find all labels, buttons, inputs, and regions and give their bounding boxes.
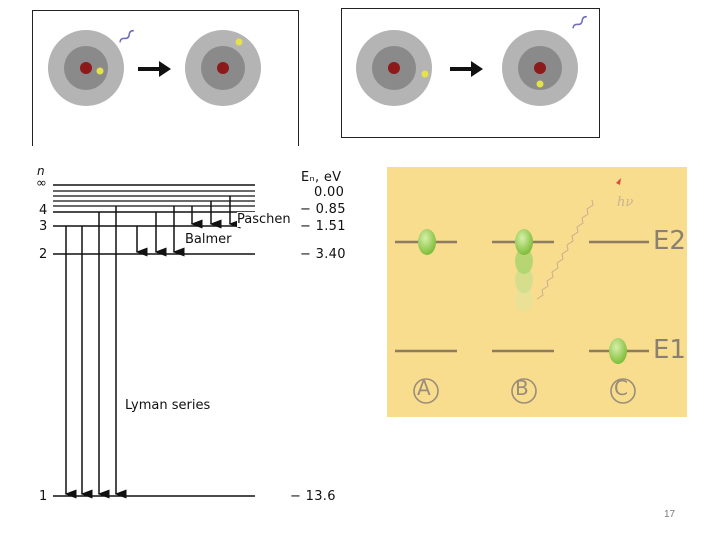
energy-axis-label: Eₙ, eV [301,170,342,185]
absorption-atom-panel [32,10,299,146]
energy-n2: − 3.40 [300,247,346,262]
level-lines [53,184,255,499]
level-num-3: 3 [39,219,48,234]
atom-relaxed [502,30,578,106]
n-axis-label: n [37,164,45,178]
photon-emission-panel: hν E2 E1 A B C [387,167,687,417]
balmer-label: Balmer [185,232,232,247]
level-num-4: 4 [39,203,48,218]
level-num-infinity: ∞ [36,176,47,191]
atom-excited [356,30,432,106]
state-c-label: C [614,376,628,400]
absorption-atom-drawing [48,29,261,106]
transition-arrow-2 [450,61,483,77]
energy-n3: − 1.51 [300,219,346,234]
atom-after [185,30,261,106]
page-number: 17 [664,509,676,520]
emitted-photon [572,15,587,29]
atom-before [48,30,124,106]
state-b-label: B [515,376,529,400]
level-e1-label: E1 [653,335,686,365]
photon-label: hν [617,195,634,210]
energy-infinity: 0.00 [314,185,345,200]
paschen-label: Paschen [237,212,291,227]
level-num-1: 1 [39,489,48,504]
hydrogen-energy-level-diagram: n ∞ 4 3 2 1 Eₙ, eV 0.00 − 0.85 − 1.51 − … [25,158,375,518]
emission-atom-panel [341,8,600,138]
lyman-label: Lyman series [125,398,211,413]
level-e2-label: E2 [653,226,686,256]
energy-n1: − 13.6 [290,489,336,504]
transition-arrow [138,61,171,77]
level-num-2: 2 [39,247,48,262]
incoming-photon [119,29,134,43]
emission-drawing [395,178,649,404]
emission-atom-drawing [356,15,587,106]
state-a-label: A [417,376,431,400]
energy-n4: − 0.85 [300,202,346,217]
